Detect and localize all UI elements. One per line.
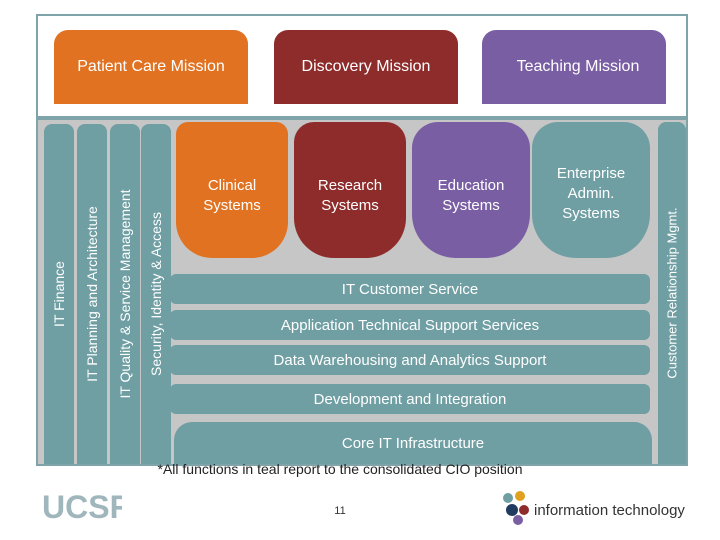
development-integration-bar: Development and Integration	[170, 384, 650, 414]
svg-text:information technology: information technology	[534, 502, 685, 519]
discovery-mission: Discovery Mission	[274, 30, 458, 104]
clinical-systems: Clinical Systems	[176, 122, 288, 258]
education-systems: Education Systems	[412, 122, 530, 258]
footnote: *All functions in teal report to the con…	[157, 461, 523, 477]
core-it-infrastructure: Core IT Infrastructure	[174, 422, 652, 464]
information-technology-logo: information technology	[498, 488, 698, 528]
it-finance-label: IT Finance	[51, 261, 67, 327]
customer-relationship-label: Customer Relationship Mgmt.	[664, 207, 680, 379]
patient-care-mission: Patient Care Mission	[54, 30, 248, 104]
customer-relationship-bar: Customer Relationship Mgmt.	[658, 122, 686, 464]
research-systems: Research Systems	[294, 122, 406, 258]
it-planning-label: IT Planning and Architecture	[84, 206, 100, 382]
it-finance-bar: IT Finance	[44, 124, 74, 464]
page-number: 11	[334, 505, 346, 517]
it-planning-bar: IT Planning and Architecture	[77, 124, 107, 464]
it-quality-bar: IT Quality & Service Management	[110, 124, 140, 464]
teaching-mission: Teaching Mission	[482, 30, 666, 104]
it-customer-service-bar: IT Customer Service	[170, 274, 650, 304]
data-warehousing-bar: Data Warehousing and Analytics Support	[170, 345, 650, 375]
svg-text:UCSF: UCSF	[42, 489, 122, 525]
ucsf-logo: UCSF	[42, 488, 129, 528]
security-bar: Security, Identity & Access	[141, 124, 171, 464]
enterprise-admin-systems: Enterprise Admin. Systems	[532, 122, 650, 258]
it-quality-label: IT Quality & Service Management	[117, 189, 133, 399]
security-label: Security, Identity & Access	[148, 212, 164, 376]
app-tech-support-bar: Application Technical Support Services	[170, 310, 650, 340]
